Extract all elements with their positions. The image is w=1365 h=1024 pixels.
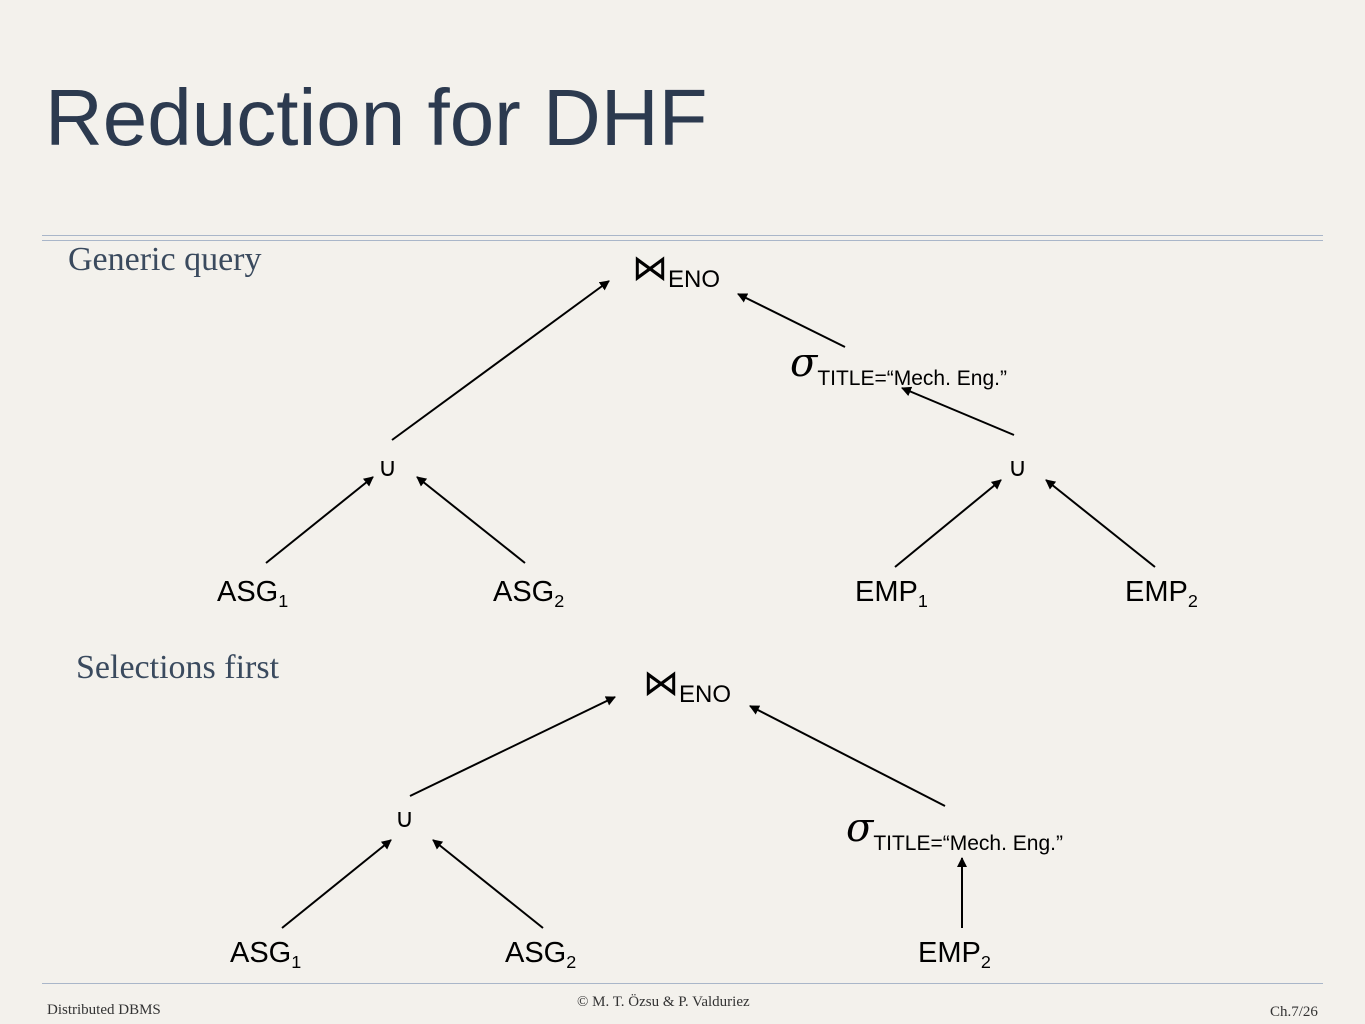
- relation-asg1-bottom: ASG1: [230, 937, 302, 973]
- union-node-asg-bottom: ∪: [395, 804, 415, 834]
- title-divider: [42, 235, 1323, 236]
- slide-title: Reduction for DHF: [45, 73, 708, 162]
- title-divider-secondary: [42, 240, 1323, 241]
- footer-divider: [42, 983, 1323, 984]
- edge-union-to-selection: [901, 386, 1015, 436]
- relation-emp2-top: EMP2: [1125, 576, 1198, 612]
- edge-selection-to-join: [737, 293, 846, 348]
- edge-asg2-to-union: [416, 476, 526, 564]
- join-attribute: ENO: [679, 681, 732, 709]
- edge-emp2-to-union: [1045, 479, 1156, 568]
- sigma-icon: σ: [846, 805, 874, 851]
- edge-emp1-to-union: [894, 479, 1002, 568]
- relation-emp2-bottom: EMP2: [918, 937, 991, 973]
- selection-condition: TITLE=“Mech. Eng.”: [817, 367, 1007, 391]
- selection-node-bottom: σTITLE=“Mech. Eng.”: [846, 805, 1063, 854]
- footer-center: © M. T. Özsu & P. Valduriez: [577, 994, 750, 1010]
- footer-left: Distributed DBMS: [47, 1002, 161, 1018]
- join-node-top: ⋈ENO: [632, 247, 720, 292]
- selection-condition: TITLE=“Mech. Eng.”: [873, 832, 1063, 856]
- edge-union-to-join: [409, 696, 616, 797]
- selection-node-top: σTITLE=“Mech. Eng.”: [790, 340, 1007, 389]
- edge-asg1-to-union: [265, 476, 374, 564]
- sigma-icon: σ: [790, 340, 818, 386]
- relation-asg1-top: ASG1: [217, 576, 289, 612]
- relation-asg2-bottom: ASG2: [505, 937, 577, 973]
- relation-asg2-top: ASG2: [493, 576, 565, 612]
- footer-right: Ch.7/26: [1270, 1004, 1318, 1020]
- join-icon: ⋈: [643, 662, 679, 703]
- join-attribute: ENO: [668, 266, 721, 294]
- union-node-emp-top: ∪: [1008, 453, 1028, 483]
- section-label-selections-first: Selections first: [76, 649, 280, 686]
- edge-asg1-to-union: [281, 839, 392, 929]
- join-icon: ⋈: [632, 247, 668, 288]
- edge-asg2-to-union: [432, 839, 544, 929]
- relation-emp1-top: EMP1: [855, 576, 928, 612]
- join-node-bottom: ⋈ENO: [643, 662, 731, 707]
- edge-union-to-join: [391, 280, 610, 441]
- edge-selection-to-join: [749, 705, 946, 807]
- section-label-generic-query: Generic query: [68, 241, 262, 278]
- union-node-asg-top: ∪: [378, 453, 398, 483]
